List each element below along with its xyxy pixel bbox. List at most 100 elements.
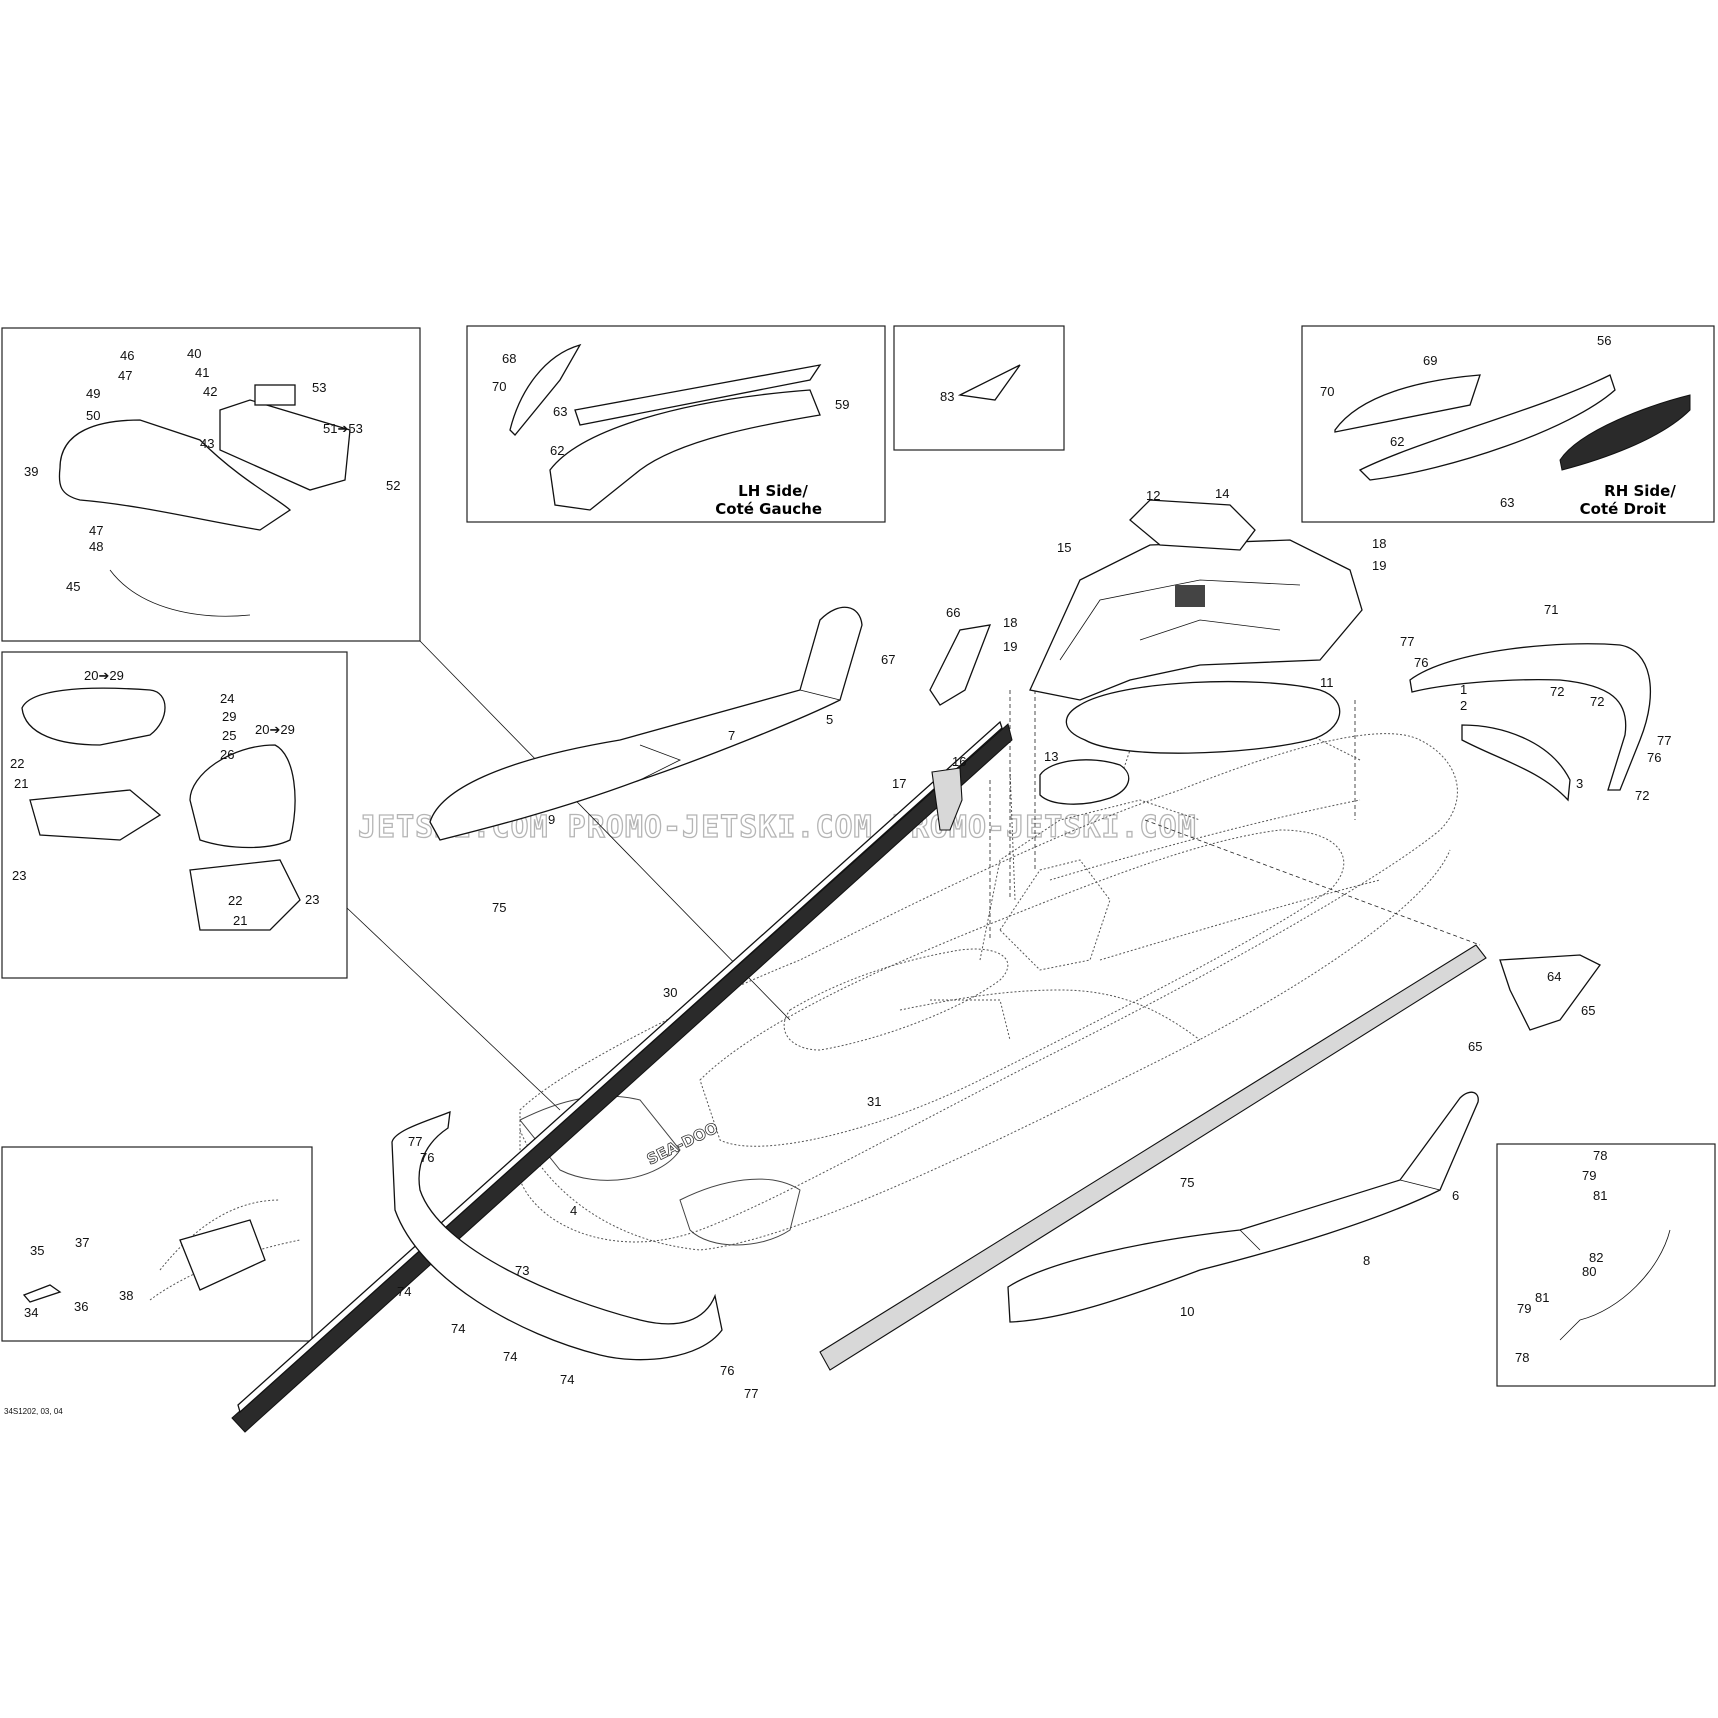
callout-15: 15 [1057, 540, 1071, 555]
callout-78a: 78 [1593, 1148, 1607, 1163]
callout-9: 9 [548, 812, 555, 827]
decal-53 [254, 384, 296, 406]
callout-36: 36 [74, 1299, 88, 1314]
callout-29: 29 [222, 709, 236, 724]
front-bumper [391, 1110, 723, 1361]
callout-6: 6 [1452, 1188, 1459, 1203]
callout-8: 8 [1363, 1253, 1370, 1268]
callout-69: 69 [1423, 353, 1437, 368]
callout-21b: 21 [233, 913, 247, 928]
lh-side-title-line2: Coté Gauche [715, 500, 822, 518]
deck-mat-right [1007, 1091, 1479, 1323]
callout-75b: 75 [1180, 1175, 1194, 1190]
callout-7: 7 [728, 728, 735, 743]
callout-22a: 22 [10, 756, 24, 771]
inset-frame-rear-deck [1, 327, 421, 642]
bracket [931, 767, 963, 831]
deck-mat-left [429, 606, 863, 841]
inset-frame-storage-cover [1, 651, 348, 979]
lid-seal [1129, 499, 1256, 551]
callout-71: 71 [1544, 602, 1558, 617]
callout-77c: 77 [408, 1134, 422, 1149]
storage-bin-grille [1175, 585, 1205, 607]
callout-53: 53 [312, 380, 326, 395]
rh-grille [1559, 394, 1691, 471]
callout-75a: 75 [492, 900, 506, 915]
callout-68: 68 [502, 351, 516, 366]
callout-66: 66 [946, 605, 960, 620]
callout-62a: 62 [550, 443, 564, 458]
hull-outline [519, 699, 1458, 1251]
callout-5: 5 [826, 712, 833, 727]
callout-76b: 76 [1647, 750, 1661, 765]
callout-76c: 76 [420, 1150, 434, 1165]
callout-72a: 72 [1550, 684, 1564, 699]
tow-hook-bracket [179, 1219, 266, 1291]
rear-deck-part [58, 419, 292, 531]
rub-rail-right [819, 944, 1487, 1371]
callout-39: 39 [24, 464, 38, 479]
callout-30: 30 [663, 985, 677, 1000]
part-83 [957, 364, 1021, 401]
callout-78b: 78 [1515, 1350, 1529, 1365]
callout-19a: 19 [1003, 639, 1017, 654]
callout-41: 41 [195, 365, 209, 380]
callout-49: 49 [86, 386, 100, 401]
callout-21a: 21 [14, 776, 28, 791]
callout-63a: 63 [553, 404, 567, 419]
inset-frame-cable [1496, 1143, 1716, 1387]
inset-frame-lh-side [466, 325, 886, 523]
callout-76a: 76 [1414, 655, 1428, 670]
align-line-4 [1144, 819, 1481, 946]
callout-2: 2 [1460, 698, 1467, 713]
callout-52: 52 [386, 478, 400, 493]
callout-3: 3 [1576, 776, 1583, 791]
callout-48: 48 [89, 539, 103, 554]
rh-side-title-line2: Coté Droit [1580, 500, 1666, 518]
callout-25: 25 [222, 728, 236, 743]
callout-82: 82 [1589, 1250, 1603, 1265]
seal-ring [1065, 680, 1341, 754]
callout-10: 10 [1180, 1304, 1194, 1319]
callout-56: 56 [1597, 333, 1611, 348]
side-fairing [1499, 954, 1601, 1031]
callout-70a: 70 [492, 379, 506, 394]
callout-18a: 18 [1003, 615, 1017, 630]
callout-65a: 65 [1581, 1003, 1595, 1018]
tow-hook-34 [22, 1284, 62, 1303]
callout-45: 45 [66, 579, 80, 594]
callout-47b: 47 [89, 523, 103, 538]
callout-20a: 20➔29 [84, 668, 124, 683]
callout-83: 83 [940, 389, 954, 404]
callout-63b: 63 [1500, 495, 1514, 510]
rear-cover [1409, 643, 1652, 791]
callout-11: 11 [1320, 675, 1334, 690]
callout-65b: 65 [1468, 1039, 1482, 1054]
callout-24: 24 [220, 691, 234, 706]
callout-70b: 70 [1320, 384, 1334, 399]
callout-50: 50 [86, 408, 100, 423]
drawing-code: 34S1202, 03, 04 [4, 1407, 63, 1416]
callout-77a: 77 [1400, 634, 1414, 649]
storage-cover-2 [189, 744, 296, 849]
lh-panel-59 [549, 389, 821, 511]
callout-73: 73 [515, 1263, 529, 1278]
callout-19b: 19 [1372, 558, 1386, 573]
gasket [1039, 759, 1130, 805]
inset-leader-rear [419, 640, 791, 1021]
rear-step-part [219, 399, 351, 491]
callout-79b: 79 [1517, 1301, 1531, 1316]
callout-12: 12 [1146, 488, 1160, 503]
callout-43: 43 [200, 436, 214, 451]
callouts: 1 2 3 4 5 6 7 8 9 10 11 12 13 14 15 16 1… [10, 333, 1671, 1401]
callout-4: 4 [570, 1203, 577, 1218]
rh-panel-56 [1358, 374, 1616, 481]
gasket-23b [189, 859, 301, 931]
inset-frame-part-83 [893, 325, 1065, 451]
lh-panel-upper [574, 364, 822, 426]
callout-40: 40 [187, 346, 201, 361]
callout-72b: 72 [1590, 694, 1604, 709]
callout-47a: 47 [118, 368, 132, 383]
trim-3 [1461, 724, 1571, 802]
